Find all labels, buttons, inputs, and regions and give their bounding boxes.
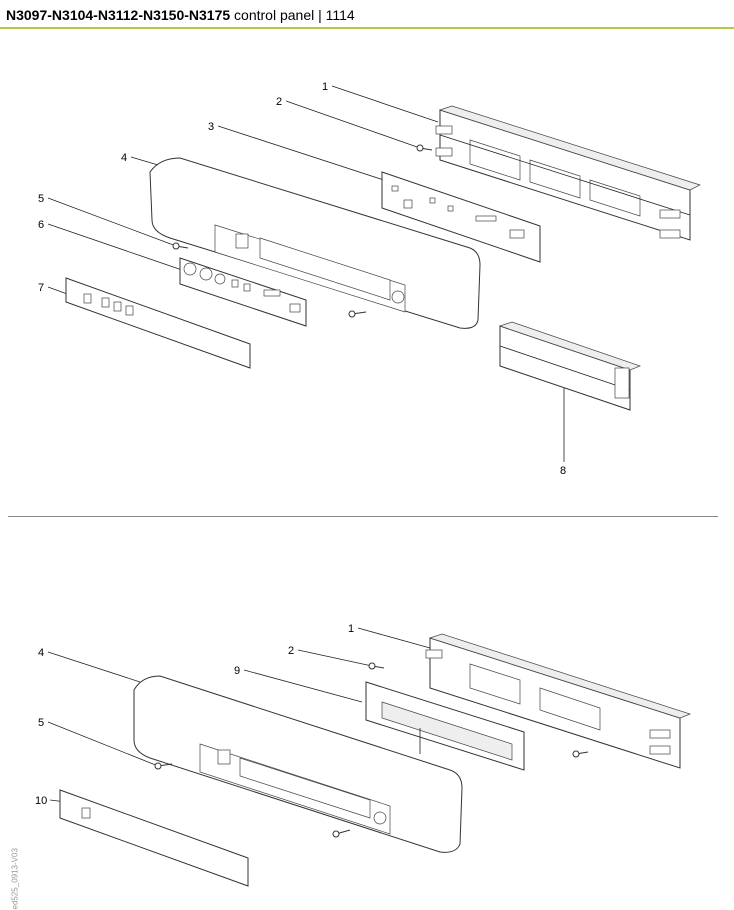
callout-4: 4 <box>121 152 127 164</box>
part-1-bracket <box>425 633 692 769</box>
part-5-screws <box>172 242 367 318</box>
header-rule <box>0 27 734 29</box>
title-models: N3097-N3104-N3112-N3150-N3175 <box>6 7 231 23</box>
callout-5: 5 <box>38 193 44 205</box>
callout-3: 3 <box>208 121 214 133</box>
callout-2: 2 <box>288 645 294 657</box>
section-divider <box>8 516 718 517</box>
header: N3097-N3104-N3112-N3150-N3175 control pa… <box>0 0 734 30</box>
part-8-frame <box>498 321 642 411</box>
callout-4: 4 <box>38 647 44 659</box>
part-1-bracket <box>435 105 701 241</box>
callout-1: 1 <box>348 623 354 635</box>
bottom-exploded-diagram: 1 2 4 9 5 10 <box>35 623 692 887</box>
part-10-label <box>59 789 249 887</box>
part-9-display-module <box>365 681 525 771</box>
part-6-button-board <box>179 257 307 327</box>
part-4-bezel <box>133 675 463 853</box>
callout-6: 6 <box>38 219 44 231</box>
callout-9: 9 <box>234 665 240 677</box>
callout-7: 7 <box>38 282 44 294</box>
part-2-screw <box>416 144 433 152</box>
callout-5: 5 <box>38 717 44 729</box>
part-2-screws <box>368 662 589 758</box>
callout-2: 2 <box>276 96 282 108</box>
top-exploded-diagram: 1 2 3 4 5 6 7 8 <box>38 81 701 477</box>
leader-lines <box>47 85 565 462</box>
part-7-label <box>65 277 251 369</box>
part-5-screws <box>154 762 351 838</box>
drawing-id: ed525_0913-V03 <box>10 848 20 910</box>
part-4-bezel <box>149 157 481 329</box>
title-suffix: control panel | 1114 <box>230 7 355 23</box>
callout-1: 1 <box>322 81 328 93</box>
callout-8: 8 <box>560 465 566 477</box>
page-title: N3097-N3104-N3112-N3150-N3175 control pa… <box>6 7 355 23</box>
leader-lines <box>47 627 431 803</box>
part-3-board <box>381 171 541 263</box>
callout-10: 10 <box>35 795 47 807</box>
